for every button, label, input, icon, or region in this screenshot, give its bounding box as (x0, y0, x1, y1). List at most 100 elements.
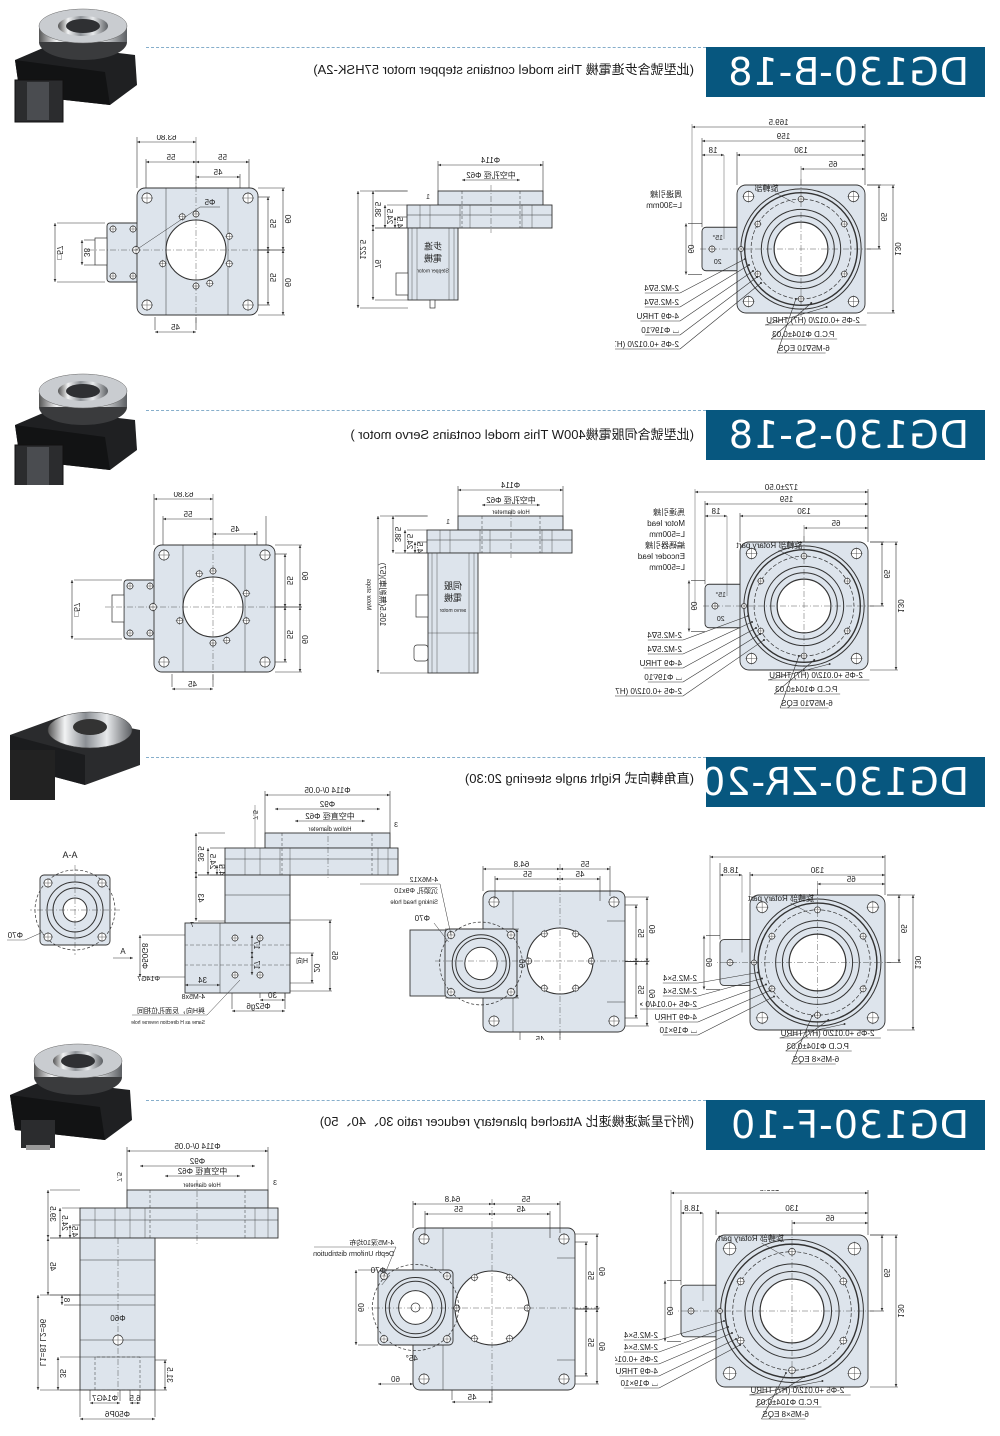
dimension-arrow (266, 250, 270, 253)
housing (426, 529, 573, 554)
dimension-line (682, 639, 765, 697)
dimension-line (658, 1332, 733, 1365)
dimension-arrow (298, 669, 302, 672)
dimension-arrow (750, 873, 753, 877)
dimension-label: 3 (273, 1180, 277, 1187)
motor-body (409, 929, 448, 997)
dimension-arrow (163, 1387, 167, 1390)
dimension-arrow (217, 983, 220, 987)
dimension-line (679, 264, 750, 308)
product-photo-servo (14, 373, 137, 485)
dimension-arrow (425, 1212, 428, 1216)
dimension-arrow (880, 542, 884, 545)
dimension-arrow (671, 1191, 674, 1195)
dimension-arrow (865, 1211, 868, 1215)
dimension-arrow (817, 882, 821, 886)
dimension-arrow (196, 175, 199, 179)
callout-label: 2-M2.5×4 (662, 974, 697, 983)
dimension-arrow (60, 1302, 64, 1305)
callout-label: ⌴ Φ19×10 (659, 1026, 697, 1035)
dimension-arrow (692, 125, 695, 129)
dimension-label: 65 (831, 519, 840, 528)
dimension-arrow (607, 867, 610, 871)
dimension-arrow (483, 867, 486, 871)
dimension-label: 55 (636, 985, 645, 994)
dimension-label: Φ50P6 (104, 1410, 130, 1419)
dimension-arrow (281, 312, 285, 315)
dimension-label: Φ114 0/-0.05 (304, 786, 351, 795)
dimension-label: 60 (704, 958, 713, 967)
dimension-label: 中空直徑 Φ62 (305, 811, 355, 821)
callout-label: 2-Φ5 +0.012/0 (H7) THRU (780, 1029, 874, 1038)
dimension-label: 39.5 (196, 846, 205, 862)
leader-dot (757, 971, 759, 974)
callout-label: P.C.D Φ104±0.03 (772, 330, 835, 339)
dimension-arrow (645, 1023, 649, 1026)
dimension-arrow (194, 918, 198, 921)
dimension-arrow (250, 972, 254, 975)
dimension-arrow (645, 961, 649, 965)
dimension-label: 65 (879, 212, 888, 221)
dimension-arrow (237, 1174, 240, 1178)
dimension-arrow (882, 873, 885, 877)
section-divider (146, 757, 706, 758)
dimension-label: 43 (196, 893, 205, 902)
section-divider (146, 1100, 706, 1101)
dimension-label: 130 (794, 146, 808, 155)
dimension-arrow (393, 217, 397, 220)
dimension-arrow (880, 1308, 884, 1311)
callout-label: 2-Φ5 +0.012/0 (H7) THRU (769, 671, 863, 680)
ring (410, 1302, 421, 1313)
dimension-arrow (438, 163, 441, 167)
dimension-arrow (595, 1309, 599, 1312)
dimension-label: 65 (899, 924, 908, 933)
dimension-arrow (232, 1009, 235, 1013)
rotary-part-label: 旋轉部 (754, 183, 778, 193)
leader-dot (760, 282, 762, 284)
lead-note: Encoder lead (638, 552, 685, 561)
dimension-arrow (56, 1387, 60, 1390)
leader-dot (759, 633, 761, 635)
dimension-arrow (515, 995, 519, 998)
callout-label: 2-Φ5 +0.014/0 ×7 EQS (640, 1000, 697, 1009)
dimension-line (768, 663, 830, 681)
dimension-arrow (684, 271, 688, 275)
callout-label: ⌴ Φ19∇10 (641, 326, 679, 335)
dimension-label: 15° (715, 591, 726, 599)
dimension-arrow (46, 1238, 50, 1241)
callout-label: 與H向，反面孔位相同 (137, 1006, 205, 1015)
dimension-label: Φ114 0/-0.05 (174, 1142, 221, 1151)
dimension-arrow (283, 554, 287, 557)
dimension-arrow (739, 873, 742, 877)
dimension-arrow (894, 1384, 898, 1387)
connector (415, 594, 429, 618)
dimension-label: 60 (300, 635, 309, 644)
dimension-label: 1 (426, 194, 430, 201)
dimension-arrow (489, 1202, 492, 1206)
dimension-arrow (70, 636, 74, 639)
dimension-arrow (804, 526, 807, 530)
dimension-arrow (275, 807, 278, 811)
dimension-arrow (193, 330, 196, 334)
dimension-label: Motor stops (365, 579, 371, 610)
dimension-label: 45 (171, 323, 180, 332)
dimension-arrow (410, 1382, 413, 1386)
dimension-arrow (328, 920, 332, 923)
dimension-line (697, 996, 775, 1036)
leader-dot (810, 302, 813, 304)
lead-note: L=500mm (649, 563, 685, 572)
dimension-arrow (196, 160, 199, 164)
dimension-label: 65 (882, 569, 891, 578)
flange-pcd (372, 1264, 459, 1351)
dimension-label: 159 (776, 132, 790, 141)
dimension-arrow (413, 1202, 416, 1206)
dimension-label: 55 (521, 1195, 530, 1204)
leader-dot (828, 663, 831, 665)
housing (406, 204, 553, 229)
leader-dot (773, 995, 775, 998)
callout-label: 4-Φ9 THRU (639, 659, 682, 668)
dimension-arrow (702, 935, 706, 939)
dimension-arrow (328, 988, 332, 991)
